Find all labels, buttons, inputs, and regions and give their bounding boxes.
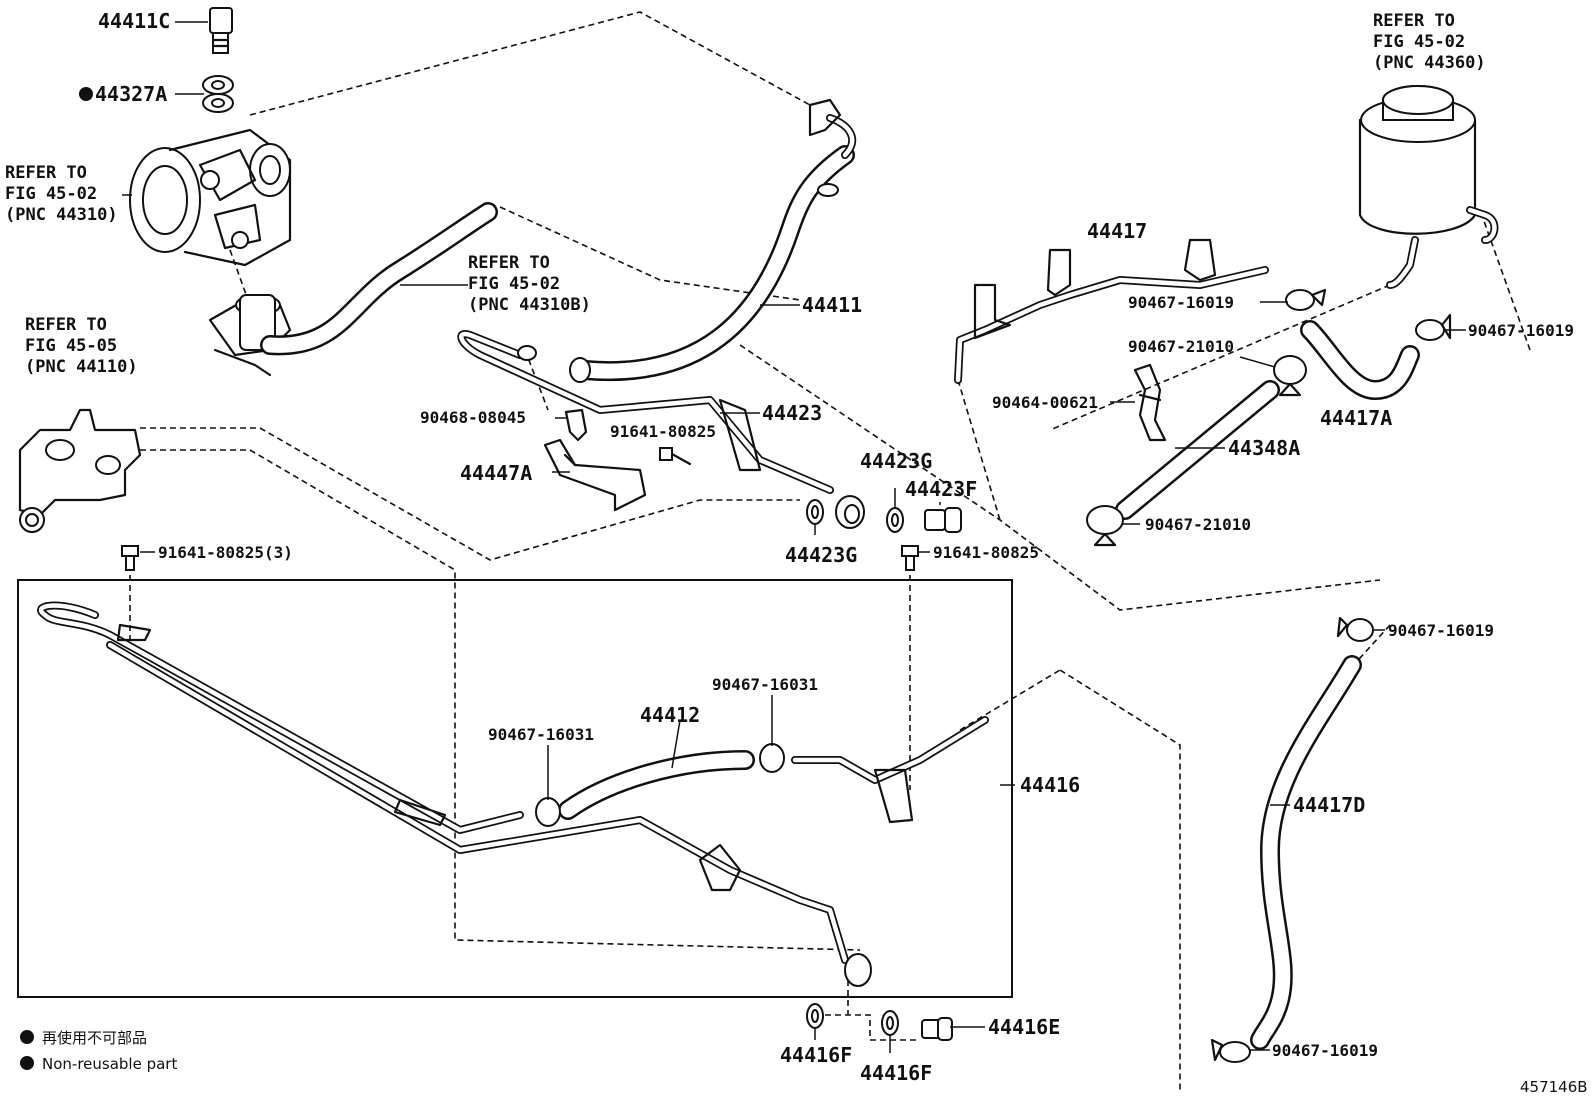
label-refer-pump-b-3: (PNC 44310B) [468, 295, 591, 315]
label-44411: 44411 [802, 293, 862, 317]
seal-44423G-b [886, 507, 904, 533]
clamp-90467-16031-a [535, 797, 561, 827]
clamp-90467-16031-b [759, 743, 785, 773]
power-steering-pump [129, 128, 292, 267]
label-44417A: 44417A [1320, 406, 1392, 430]
label-90467-16019-c: 90467-16019 [1388, 621, 1494, 640]
label-90467-21010-a: 90467-21010 [1128, 337, 1234, 356]
label-refer-pump-b-2: FIG 45-02 [468, 274, 560, 294]
hose-44348A [1115, 380, 1280, 520]
label-91641-80825-a: 91641-80825 [610, 422, 716, 441]
label-44348A: 44348A [1228, 436, 1300, 460]
label-90467-16031-a: 90467-16031 [488, 725, 594, 744]
dashed-reference-lines [129, 11, 1531, 1090]
label-90467-16019-a: 90467-16019 [1128, 293, 1234, 312]
legend-marker-icon-ja [20, 1030, 34, 1044]
fitting-44411C [209, 7, 233, 54]
seal-44423G-a [806, 499, 824, 525]
pump-suction-fitting [208, 294, 292, 377]
label-90468-08045: 90468-08045 [420, 408, 526, 427]
label-90467-16019-d: 90467-16019 [1272, 1041, 1378, 1060]
clamp-90467-21010-b [1086, 505, 1124, 547]
label-91641-80825-3: 91641-80825(3) [158, 543, 293, 562]
union-44423F [924, 507, 962, 533]
bolt-91641-80825-a [659, 447, 692, 466]
diagram-id: 457146B [1520, 1078, 1588, 1096]
label-44416F-b: 44416F [860, 1061, 932, 1085]
clamp-90467-21010-a [1273, 355, 1307, 397]
label-refer-reservoir-3: (PNC 44360) [1373, 53, 1486, 73]
label-44411C: 44411C [98, 9, 170, 33]
legend-marker-icon-en [20, 1056, 34, 1070]
label-44423G-top: 44423G [860, 449, 932, 473]
label-refer-gear-3: (PNC 44110) [25, 357, 138, 377]
union-44416E [921, 1017, 953, 1041]
label-91641-80825-b: 91641-80825 [933, 543, 1039, 562]
reservoir-44360 [1358, 85, 1499, 289]
seal-44416F-b [881, 1010, 899, 1036]
hose-44310B [260, 202, 498, 356]
clamp-90467-16019-d [1210, 1038, 1251, 1063]
label-44423F: 44423F [905, 477, 977, 501]
hose-44417A [1300, 320, 1420, 400]
label-44327A: 44327A [95, 82, 167, 106]
pressure-hose-44411 [569, 98, 857, 383]
label-44417: 44417 [1087, 219, 1147, 243]
label-refer-pump-b-1: REFER TO [468, 253, 550, 273]
label-44447A: 44447A [460, 461, 532, 485]
part-labels: 44411C 44327A REFER TO FIG 45-02 (PNC 44… [5, 9, 1574, 1085]
gasket-44327A [202, 75, 234, 113]
label-90464-00621: 90464-00621 [992, 393, 1098, 412]
label-44417D: 44417D [1293, 793, 1365, 817]
tube-44417 [954, 238, 1269, 384]
seal-44416F-a [806, 1003, 824, 1029]
label-refer-pump-2: FIG 45-02 [5, 184, 97, 204]
label-90467-16019-b: 90467-16019 [1468, 321, 1574, 340]
bolt-91641-80825-b [901, 545, 919, 571]
label-90467-21010-b: 90467-21010 [1145, 515, 1251, 534]
label-refer-gear-1: REFER TO [25, 315, 107, 335]
label-44423: 44423 [762, 401, 822, 425]
hose-44417D [1250, 655, 1362, 1050]
label-refer-reservoir-2: FIG 45-02 [1373, 32, 1465, 52]
label-44416F-a: 44416F [780, 1043, 852, 1067]
label-refer-reservoir-1: REFER TO [1373, 11, 1455, 31]
bracket-44447A [543, 438, 647, 512]
tube-44423 [457, 330, 865, 529]
legend-text-en: Non-reusable part [42, 1055, 177, 1073]
label-44416E: 44416E [988, 1015, 1060, 1039]
cooler-tube-44416 [37, 601, 872, 987]
label-44423G-bottom: 44423G [785, 543, 857, 567]
clamp-90467-16019-c [1336, 616, 1374, 642]
hose-44412 [558, 750, 755, 820]
leader-lines [122, 21, 1466, 1053]
label-90467-16031-b: 90467-16031 [712, 675, 818, 694]
label-refer-pump-1: REFER TO [5, 163, 87, 183]
tube-cooler-outlet [791, 716, 989, 824]
assembly-box-44416 [17, 579, 1013, 998]
label-refer-pump-3: (PNC 44310) [5, 205, 118, 225]
clip-90464-00621 [1133, 363, 1167, 442]
legend: 再使用不可部品 Non-reusable part [20, 1029, 177, 1073]
clamp-90467-16019-b [1415, 313, 1452, 341]
label-44412: 44412 [640, 703, 700, 727]
legend-text-ja: 再使用不可部品 [42, 1029, 147, 1047]
clip-90468-08045 [564, 408, 588, 442]
bolt-91641-80825-3 [121, 545, 139, 571]
clamp-90467-16019-a [1285, 288, 1327, 311]
label-44416: 44416 [1020, 773, 1080, 797]
non-reusable-marker-icon [79, 87, 93, 101]
steering-gear-housing [18, 408, 142, 533]
label-refer-gear-2: FIG 45-05 [25, 336, 117, 356]
